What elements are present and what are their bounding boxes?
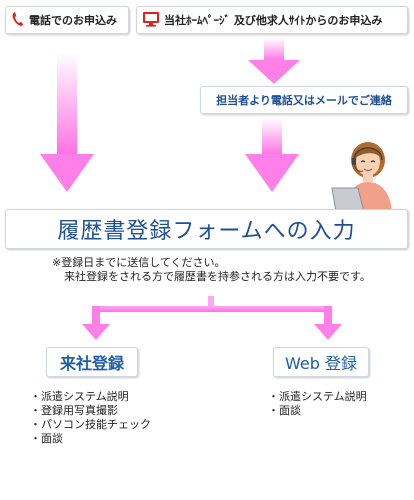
arrow-contact-to-form xyxy=(245,118,299,192)
phone-icon xyxy=(11,11,25,30)
office-registration-list: 派遣システム説明 登録用写真撮影 パソコン技能チェック 面談 xyxy=(30,390,151,446)
web-application-box: 当社ﾎｰﾑﾍﾟｰｼﾞ 及び他求人ｻｲﾄからのお申込み xyxy=(136,6,408,34)
contact-box: 担当者より電話又はメールでご連絡 xyxy=(200,86,408,114)
list-item: 面談 xyxy=(268,404,367,418)
list-item: 派遣システム説明 xyxy=(268,390,367,404)
web-application-label: 当社ﾎｰﾑﾍﾟｰｼﾞ 及び他求人ｻｲﾄからのお申込み xyxy=(164,14,383,27)
operator-woman-illustration xyxy=(330,142,392,216)
note-line-1: ※登録日までに送信してください。 xyxy=(52,256,226,269)
phone-application-label: 電話でのお申込み xyxy=(29,14,117,27)
web-registration-title: Web 登録 xyxy=(285,354,357,373)
list-item: 派遣システム説明 xyxy=(30,390,151,404)
contact-label: 担当者より電話又はメールでご連絡 xyxy=(216,94,392,107)
form-entry-title: 履歴書登録フォームへの入力 xyxy=(57,219,356,244)
web-registration-box: Web 登録 xyxy=(273,347,369,377)
list-item: パソコン技能チェック xyxy=(30,418,151,432)
list-item: 登録用写真撮影 xyxy=(30,404,151,418)
arrow-to-contact xyxy=(248,38,300,84)
phone-application-box: 電話でのお申込み xyxy=(5,6,129,34)
web-registration-list: 派遣システム説明 面談 xyxy=(268,390,367,418)
form-entry-box xyxy=(5,209,408,249)
office-registration-title: 来社登録 xyxy=(59,354,124,373)
split-arrow xyxy=(82,296,342,340)
monitor-icon xyxy=(142,11,160,30)
office-registration-box: 来社登録 xyxy=(46,347,138,377)
list-item: 面談 xyxy=(30,432,151,446)
arrow-phone-to-form xyxy=(40,52,94,192)
note-line-2: 来社登録をされる方で履歴書を持参される方は入力不要です。 xyxy=(64,270,371,283)
